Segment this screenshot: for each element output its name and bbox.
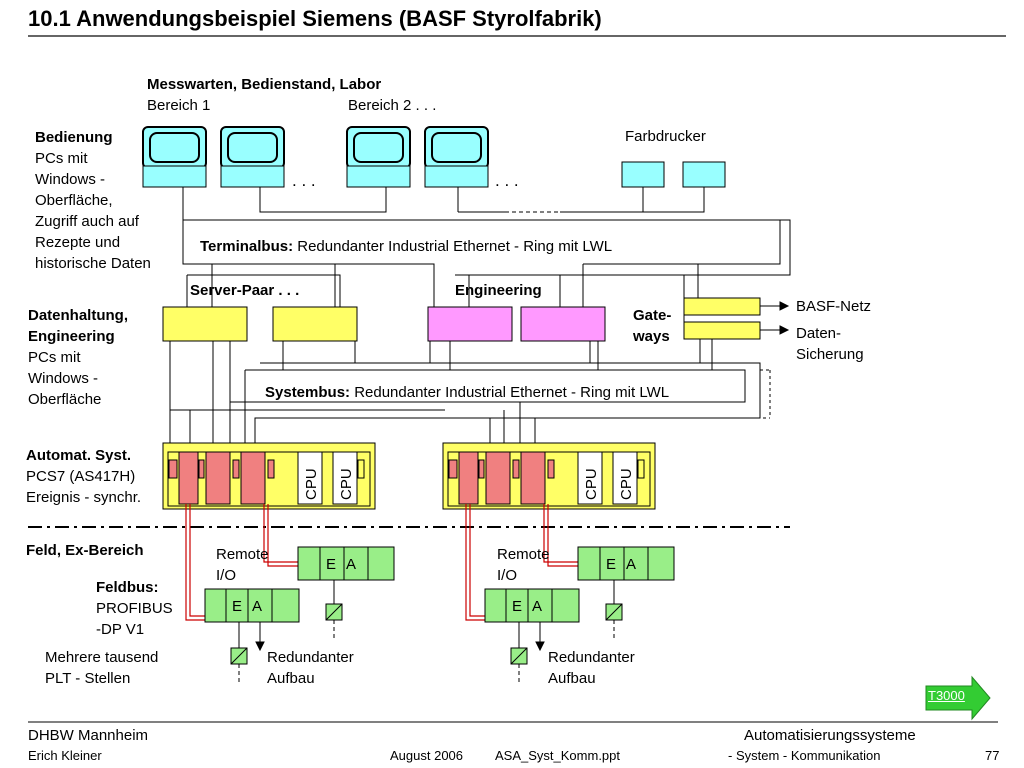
automation-rack-1	[162, 442, 376, 510]
gateways-label-1: Gate-	[633, 307, 672, 324]
basf-net-label: BASF-Netz	[796, 298, 872, 315]
many-thousand-label-1: Mehrere tausend	[45, 649, 159, 666]
fieldbus-lines-2	[465, 504, 578, 621]
operation-line: Zugriff auch auf	[35, 213, 139, 230]
footer-org: DHBW Mannheim	[28, 727, 149, 744]
gateways-label-2: ways	[633, 328, 670, 345]
operation-line: Oberfläche,	[35, 192, 113, 209]
gateway-2	[683, 321, 761, 340]
printer-label: Farbdrucker	[625, 128, 706, 145]
data-mgmt-line: Windows -	[28, 370, 99, 387]
ellipsis-2: . . .	[495, 171, 519, 190]
data-mgmt-heading: Engineering	[28, 328, 115, 345]
automation-line: PCS7 (AS417H)	[26, 468, 136, 485]
svg-text:E: E	[606, 556, 616, 573]
cpu-label-4: CPU	[618, 468, 635, 500]
svg-text:A: A	[252, 598, 262, 615]
footer-date: August 2006	[390, 748, 464, 763]
redundant-label-1a: Redundanter	[267, 649, 354, 666]
fieldbus-line: -DP V1	[96, 621, 145, 638]
gateway-1	[683, 297, 761, 316]
engineering-station-1	[427, 306, 513, 342]
svg-text:E: E	[326, 556, 336, 573]
operation-line: Rezepte und	[35, 234, 121, 251]
remote-io-lower-2	[484, 588, 580, 623]
fieldbus-lines-1	[185, 504, 298, 621]
footer-page: 77	[985, 748, 1000, 763]
operation-line: historische Daten	[35, 255, 151, 272]
ellipsis-1: . . .	[292, 171, 316, 190]
nav-arrow-icon	[925, 675, 991, 721]
svg-text:A: A	[346, 556, 356, 573]
data-backup-label-2: Sicherung	[796, 346, 864, 363]
footer-course: Automatisierungssysteme	[744, 727, 916, 744]
color-printer-2	[682, 161, 726, 188]
field-area-label: Feld, Ex-Bereich	[26, 542, 144, 559]
data-backup-label-1: Daten-	[796, 325, 842, 342]
data-mgmt-line: PCs mit	[28, 349, 81, 366]
engineering-label: Engineering	[455, 282, 542, 299]
operator-pc-3	[346, 126, 411, 188]
area-2-label: Bereich 2 . . .	[348, 97, 437, 114]
automation-rack-2	[442, 442, 656, 510]
fieldbus-line: PROFIBUS	[96, 600, 173, 617]
server-2	[272, 306, 358, 342]
operation-heading: Bedienung	[35, 129, 113, 146]
operation-line: PCs mit	[35, 150, 88, 167]
remote-io-lower-1	[204, 588, 300, 623]
svg-text:A: A	[532, 598, 542, 615]
server-pair-label: Server-Paar . . .	[190, 282, 300, 299]
area-1-label: Bereich 1	[147, 97, 211, 114]
operator-pc-1	[142, 126, 207, 188]
gateway-arrows	[760, 301, 790, 335]
operator-pc-2	[220, 126, 285, 188]
svg-text:E: E	[232, 598, 242, 615]
many-thousand-label-2: PLT - Stellen	[45, 670, 131, 687]
operator-pc-4	[424, 126, 489, 188]
t3000-link-text[interactable]: T3000	[928, 688, 965, 703]
redundant-label-1b: Aufbau	[267, 670, 315, 687]
remote-io-label-2a: Remote	[497, 546, 550, 563]
redundant-label-2a: Redundanter	[548, 649, 635, 666]
cpu-labels: CPU CPU CPU CPU	[303, 468, 635, 500]
data-mgmt-heading: Datenhaltung,	[28, 307, 128, 324]
remote-io-label-1a: Remote	[216, 546, 269, 563]
field-devices	[230, 580, 623, 684]
automation-line: Ereignis - synchr.	[26, 489, 142, 506]
systembus-label: Systembus: Redundanter Industrial Ethern…	[265, 384, 670, 401]
cpu-label-2: CPU	[338, 468, 355, 500]
top-heading: Messwarten, Bedienstand, Labor	[147, 76, 382, 93]
cpu-label-3: CPU	[583, 468, 600, 500]
cpu-label-1: CPU	[303, 468, 320, 500]
footer-file: ASA_Syst_Komm.ppt	[495, 748, 620, 763]
remote-io-upper-2	[577, 546, 675, 581]
operation-line: Windows -	[35, 171, 106, 188]
slide-title: 10.1 Anwendungsbeispiel Siemens (BASF St…	[28, 6, 602, 31]
footer-author: Erich Kleiner	[28, 748, 102, 763]
svg-text:A: A	[626, 556, 636, 573]
footer-topic: - System - Kommunikation	[728, 748, 881, 763]
redundant-label-2b: Aufbau	[548, 670, 596, 687]
automation-heading: Automat. Syst.	[26, 447, 132, 464]
remote-io-label-1b: I/O	[216, 567, 237, 584]
remote-io-upper-1	[297, 546, 395, 581]
terminalbus-label: Terminalbus: Redundanter Industrial Ethe…	[200, 238, 613, 255]
data-mgmt-line: Oberfläche	[28, 391, 102, 408]
server-1	[162, 306, 248, 342]
svg-text:E: E	[512, 598, 522, 615]
t3000-nav-button[interactable]: T3000	[924, 676, 994, 716]
fieldbus-heading: Feldbus:	[96, 579, 159, 596]
terminalbus-ring	[182, 187, 791, 322]
engineering-station-2	[520, 306, 606, 342]
remote-io-label-2b: I/O	[497, 567, 518, 584]
color-printer-1	[621, 161, 665, 188]
